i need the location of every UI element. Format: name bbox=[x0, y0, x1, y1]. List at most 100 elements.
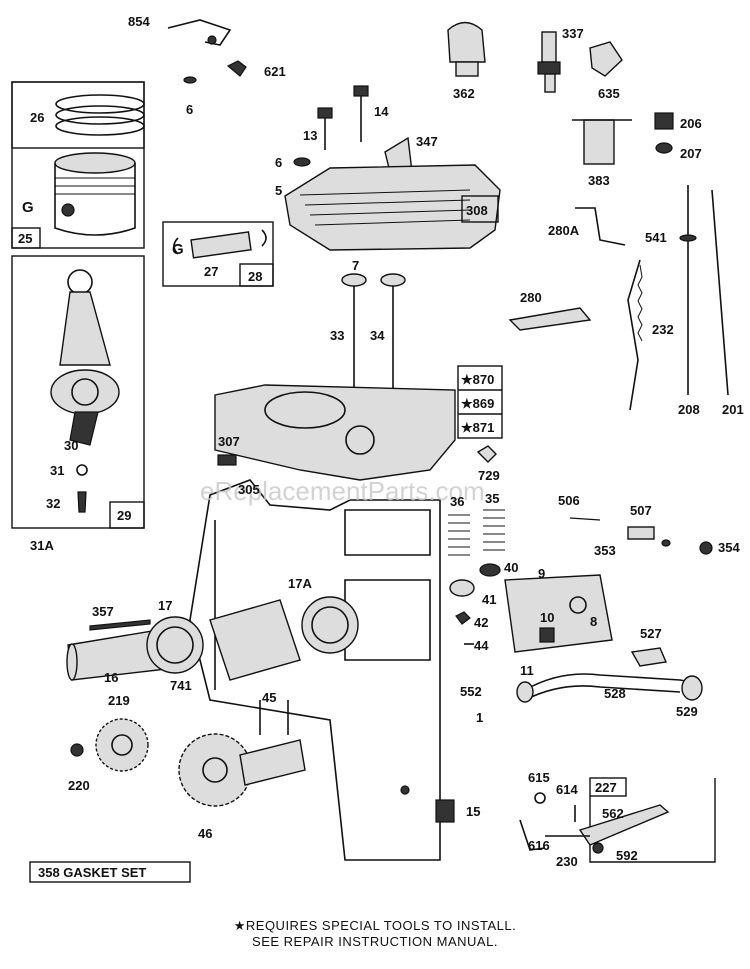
label-869: ★869 bbox=[461, 396, 494, 411]
rod-bolt bbox=[77, 491, 87, 513]
label-507: 507 bbox=[630, 503, 652, 518]
footnote-line-2: SEE REPAIR INSTRUCTION MANUAL. bbox=[252, 934, 498, 949]
piston bbox=[54, 152, 136, 236]
part-42 bbox=[455, 611, 471, 625]
label-280A: 280A bbox=[548, 223, 580, 238]
label-16: 16 bbox=[104, 670, 118, 685]
label-232: 232 bbox=[652, 322, 674, 337]
label-362: 362 bbox=[453, 86, 475, 101]
label-383: 383 bbox=[588, 173, 610, 188]
label-8: 8 bbox=[590, 614, 597, 629]
spark-plug-337 bbox=[537, 31, 561, 93]
label-41: 41 bbox=[482, 592, 496, 607]
label-616: 616 bbox=[528, 838, 550, 853]
label-44: 44 bbox=[474, 638, 489, 653]
label-854: 854 bbox=[128, 14, 150, 29]
label-527: 527 bbox=[640, 626, 662, 641]
label-635: 635 bbox=[598, 86, 620, 101]
part-383 bbox=[572, 119, 632, 165]
governor-lever-assembly bbox=[519, 777, 716, 863]
star-parts-box bbox=[457, 365, 503, 439]
label-6b: 6 bbox=[275, 155, 282, 170]
label-354: 354 bbox=[718, 540, 740, 555]
valve-springs bbox=[448, 509, 505, 556]
gasket-set-box bbox=[29, 861, 191, 883]
part-729 bbox=[476, 445, 497, 463]
label-G1: G bbox=[22, 199, 34, 216]
label-15: 15 bbox=[466, 804, 480, 819]
label-357: 357 bbox=[92, 604, 114, 619]
label-230: 230 bbox=[556, 854, 578, 869]
label-353: 353 bbox=[594, 543, 616, 558]
valves bbox=[341, 273, 406, 395]
label-305: 305 bbox=[238, 482, 260, 497]
retainer-41 bbox=[449, 579, 475, 597]
label-33: 33 bbox=[330, 328, 344, 343]
label-870: ★870 bbox=[461, 372, 494, 387]
label-31: 31 bbox=[50, 463, 64, 478]
part-621 bbox=[226, 60, 247, 77]
label-36: 36 bbox=[450, 494, 464, 509]
breather-assembly bbox=[504, 574, 613, 653]
label-13: 13 bbox=[303, 128, 317, 143]
label-219: 219 bbox=[108, 693, 130, 708]
label-11: 11 bbox=[520, 663, 534, 678]
governor-link-854 bbox=[167, 19, 232, 46]
cylinder-block bbox=[189, 384, 456, 861]
label-1: 1 bbox=[476, 710, 483, 725]
label-227: 227 bbox=[595, 780, 617, 795]
washer-6b bbox=[293, 157, 311, 167]
spring-232 bbox=[637, 264, 643, 342]
gasket-set-label: 358 GASKET SET bbox=[38, 865, 146, 880]
label-14: 14 bbox=[374, 104, 389, 119]
connecting-rod bbox=[50, 269, 120, 446]
oil-dipper bbox=[76, 464, 88, 476]
crankshaft bbox=[66, 596, 359, 681]
part-206 bbox=[654, 112, 674, 130]
label-10: 10 bbox=[540, 610, 554, 625]
washer-220 bbox=[70, 743, 84, 757]
watermark: eReplacementParts.com bbox=[200, 476, 485, 506]
label-614: 614 bbox=[556, 782, 578, 797]
label-32: 32 bbox=[46, 496, 60, 511]
label-42: 42 bbox=[474, 615, 488, 630]
retainer-40 bbox=[479, 563, 501, 577]
cylinder-head-308 bbox=[284, 164, 501, 251]
label-28: 28 bbox=[248, 269, 262, 284]
spark-plug-cover-362 bbox=[447, 21, 486, 77]
label-35: 35 bbox=[485, 491, 499, 506]
label-347: 347 bbox=[416, 134, 438, 149]
label-29: 29 bbox=[117, 508, 131, 523]
piston-assembly-box bbox=[11, 81, 145, 249]
label-206: 206 bbox=[680, 116, 702, 131]
label-5: 5 bbox=[275, 183, 282, 198]
washer-6 bbox=[183, 76, 197, 84]
breather-tube bbox=[516, 647, 703, 703]
head-bolts bbox=[317, 85, 369, 150]
tappets-45 bbox=[259, 700, 289, 735]
piston-pin-box bbox=[162, 221, 274, 287]
label-337: 337 bbox=[562, 26, 584, 41]
label-40: 40 bbox=[504, 560, 518, 575]
label-506: 506 bbox=[558, 493, 580, 508]
label-741: 741 bbox=[170, 678, 192, 693]
label-G2: G bbox=[172, 241, 184, 258]
label-592: 592 bbox=[616, 848, 638, 863]
label-27: 27 bbox=[204, 264, 218, 279]
label-26: 26 bbox=[30, 110, 44, 125]
label-871: ★871 bbox=[461, 420, 494, 435]
label-208: 208 bbox=[678, 402, 700, 417]
breather-280 bbox=[508, 307, 592, 331]
label-529: 529 bbox=[676, 704, 698, 719]
label-45: 45 bbox=[262, 690, 276, 705]
label-31A: 31A bbox=[30, 538, 54, 553]
label-552: 552 bbox=[460, 684, 482, 699]
footnote-line-1: ★REQUIRES SPECIAL TOOLS TO INSTALL. bbox=[233, 918, 517, 933]
label-7: 7 bbox=[352, 258, 359, 273]
connecting-rod-box bbox=[11, 255, 145, 529]
label-621: 621 bbox=[264, 64, 286, 79]
label-207: 207 bbox=[680, 146, 702, 161]
label-308: 308 bbox=[466, 203, 488, 218]
label-25: 25 bbox=[18, 231, 32, 246]
